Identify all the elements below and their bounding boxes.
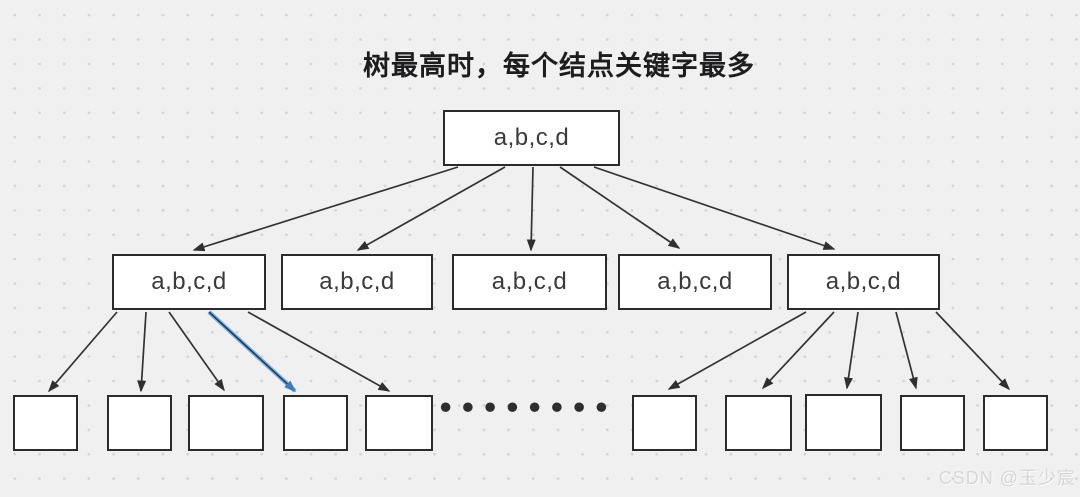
root-node: a,b,c,d <box>443 110 620 166</box>
internal-node-label: a,b,c,d <box>825 268 902 295</box>
internal-node-4: a,b,c,d <box>618 254 772 310</box>
internal-node-label: a,b,c,d <box>491 268 568 295</box>
watermark: CSDN @玉少宸 <box>938 468 1076 488</box>
internal-node-label: a,b,c,d <box>657 268 733 295</box>
internal-node-3: a,b,c,d <box>452 254 607 310</box>
leaf-node-left-3 <box>188 395 264 451</box>
leaf-node-left-4 <box>283 395 348 451</box>
leaf-node-right-1 <box>632 395 697 451</box>
leaf-node-right-2 <box>725 395 792 451</box>
internal-node-2: a,b,c,d <box>281 254 433 310</box>
leaf-node-right-5 <box>983 395 1048 451</box>
diagram-title: 树最高时，每个结点关键字最多 <box>363 51 755 81</box>
internal-node-1: a,b,c,d <box>112 254 266 310</box>
root-node-label: a,b,c,d <box>493 124 570 151</box>
leaf-node-left-1 <box>13 395 78 451</box>
leaf-node-left-5 <box>365 395 433 451</box>
root-to-children-edges <box>192 166 836 252</box>
leaf-node-right-4 <box>900 395 965 451</box>
leaf-node-right-3 <box>805 394 882 451</box>
child5-to-leaves-edges <box>667 311 1011 391</box>
internal-node-label: a,b,c,d <box>319 268 395 295</box>
internal-node-label: a,b,c,d <box>151 268 227 295</box>
internal-node-5: a,b,c,d <box>787 254 940 310</box>
leaf-node-left-2 <box>107 395 172 451</box>
highlighted-edge <box>207 310 297 393</box>
child1-to-leaves-edges <box>48 311 391 393</box>
ellipsis-dots: •••••••• <box>436 392 616 424</box>
